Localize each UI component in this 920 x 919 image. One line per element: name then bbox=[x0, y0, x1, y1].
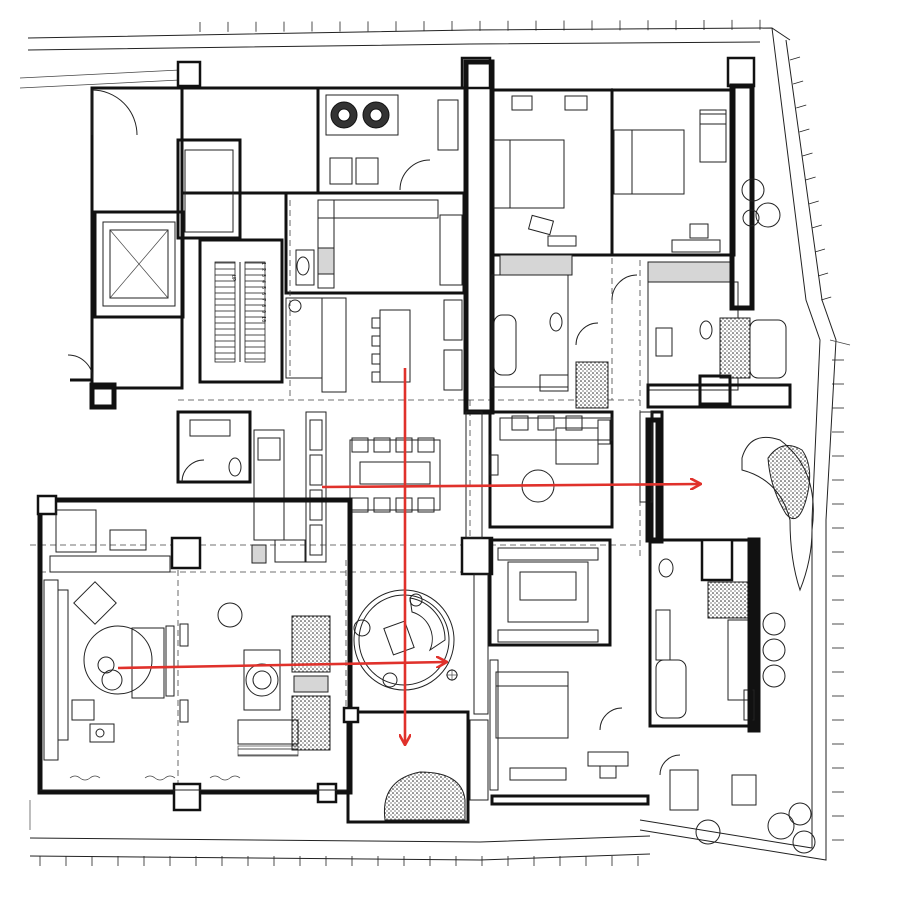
family-room bbox=[488, 410, 664, 544]
bedroom-lower-right bbox=[648, 538, 757, 845]
stair-label: UP bbox=[230, 275, 236, 281]
garden bbox=[741, 178, 816, 854]
boundary-tick bbox=[811, 224, 822, 229]
boundary-tick bbox=[796, 104, 807, 109]
core-left bbox=[67, 86, 185, 410]
kitchen-core bbox=[176, 86, 469, 393]
bedroom-upper-right bbox=[610, 88, 787, 406]
stair: UP 1 2 3 4 5 6 7 8 9 10 bbox=[198, 238, 284, 384]
stair-steps-label: 1 2 3 4 5 6 7 8 9 10 bbox=[260, 262, 266, 322]
terrace-lower bbox=[342, 706, 470, 824]
bedroom-lower-left bbox=[488, 538, 650, 806]
boundary-tick bbox=[799, 128, 810, 133]
boundary-tick bbox=[789, 56, 801, 61]
powder-room bbox=[176, 410, 306, 564]
boundary-tick bbox=[817, 272, 829, 277]
wall bbox=[747, 537, 761, 733]
wall bbox=[645, 417, 661, 543]
axis-arrow-horizontal-upper bbox=[321, 484, 700, 487]
site-boundary bbox=[19, 27, 851, 861]
boundary-tick bbox=[802, 152, 813, 157]
column bbox=[726, 56, 756, 88]
boundary-tick bbox=[821, 296, 832, 301]
boundary-tick bbox=[808, 200, 819, 205]
circulation-arrows bbox=[117, 368, 700, 744]
wall bbox=[646, 383, 792, 409]
axis-arrow-horizontal-lower bbox=[117, 662, 446, 670]
boundary-tick bbox=[793, 80, 804, 85]
perimeter-ticks bbox=[39, 19, 844, 866]
center-corridor bbox=[460, 59, 495, 801]
bedroom-upper-left bbox=[490, 88, 614, 409]
living-room bbox=[36, 494, 353, 812]
wall bbox=[729, 83, 755, 311]
boundary-tick bbox=[805, 176, 816, 181]
column bbox=[176, 60, 202, 88]
boundary-tick bbox=[814, 248, 826, 253]
